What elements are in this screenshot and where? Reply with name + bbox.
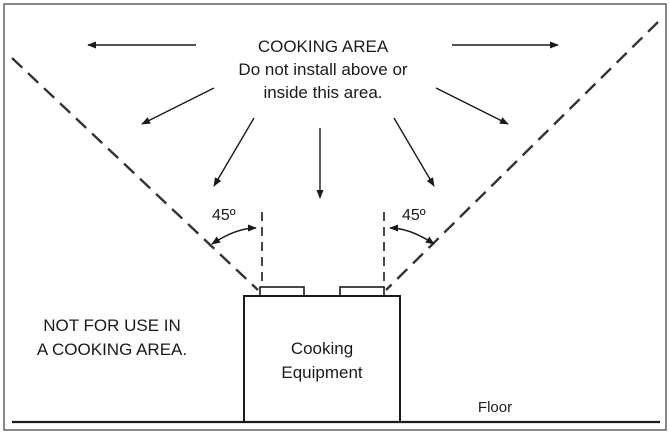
not-for-use-line2: A COOKING AREA. bbox=[37, 340, 187, 359]
cooking-area-warning-line2: inside this area. bbox=[263, 83, 382, 102]
equipment-label-line1: Cooking bbox=[291, 339, 353, 358]
cooking-equipment bbox=[243, 295, 401, 423]
arrow-left-inner bbox=[213, 117, 255, 187]
cooking-area-warning-line1: Do not install above or bbox=[238, 60, 407, 79]
diagram-border bbox=[3, 3, 667, 431]
not-for-use-line1: NOT FOR USE IN bbox=[43, 316, 181, 335]
burner-left bbox=[259, 286, 305, 297]
floor-label: Floor bbox=[478, 399, 512, 416]
angle-arc-right bbox=[389, 224, 435, 245]
burner-right bbox=[339, 286, 385, 297]
cooking-area-title: COOKING AREA bbox=[258, 37, 389, 56]
cooking-area-boundary-left bbox=[11, 57, 259, 291]
arrow-right-diagonal bbox=[435, 87, 509, 125]
angle-arc-left bbox=[211, 224, 257, 245]
equipment-label-line2: Equipment bbox=[281, 363, 363, 382]
arrow-left-diagonal bbox=[141, 87, 215, 125]
arrow-right-inner bbox=[393, 117, 435, 187]
cooking-area-boundary-right bbox=[385, 21, 659, 291]
angle-label-right: 45º bbox=[402, 207, 426, 224]
angle-label-left: 45º bbox=[212, 207, 236, 224]
